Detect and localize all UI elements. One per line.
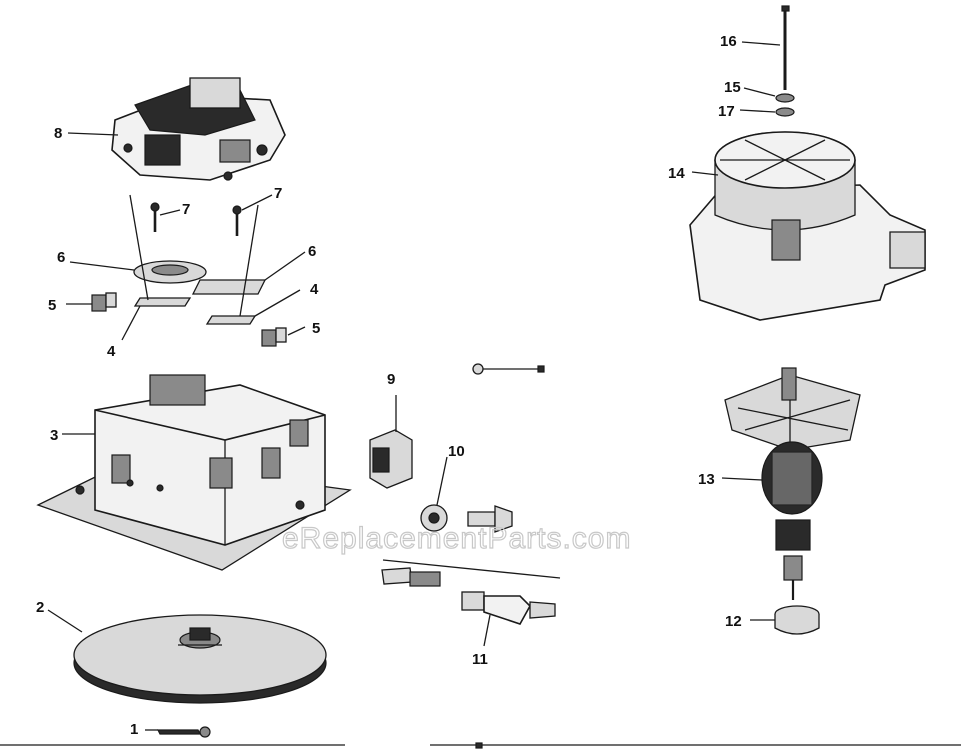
part-7-screws (150, 202, 242, 236)
callout-14: 14 (668, 165, 685, 182)
part-3-base-housing (36, 374, 352, 571)
part-16-shaft-bolt (781, 5, 790, 90)
part-9-switch (369, 395, 413, 489)
callout-17: 17 (718, 103, 735, 120)
page-edge-marks (0, 742, 961, 749)
callout-11: 11 (472, 651, 488, 668)
callout-6a: 6 (57, 249, 65, 266)
callout-9: 9 (387, 371, 395, 388)
part-15-17-washers (775, 93, 795, 117)
part-1-clip (157, 726, 211, 738)
watermark-text: eReplacementParts.com (282, 522, 631, 555)
part-10-bushing (420, 504, 513, 533)
callout-6b: 6 (308, 243, 316, 260)
part-12-collar (774, 605, 820, 635)
part-4-brackets (133, 297, 257, 325)
part-14-motor-housing (689, 131, 926, 321)
callout-1: 1 (130, 721, 138, 738)
callout-5b: 5 (312, 320, 320, 337)
callout-15: 15 (724, 79, 741, 96)
part-8-gearbox-assembly (111, 77, 286, 181)
leader-lines (47, 41, 781, 731)
callout-16: 16 (720, 33, 737, 50)
callout-labels: 1 2 3 4 4 5 5 6 6 7 7 8 9 10 11 12 13 14… (36, 33, 742, 738)
callout-10: 10 (448, 443, 465, 460)
callout-5a: 5 (48, 297, 56, 314)
part-5-clips (91, 292, 287, 347)
part-2-turntable-disc (73, 614, 327, 704)
part-11-connector (381, 559, 561, 625)
callout-4b: 4 (310, 281, 319, 298)
callout-2: 2 (36, 599, 44, 616)
callout-7a: 7 (182, 201, 190, 218)
callout-13: 13 (698, 471, 715, 488)
center-screw (472, 363, 545, 375)
part-13-motor-armature (724, 367, 861, 600)
callout-4a: 4 (107, 343, 116, 360)
callout-7b: 7 (274, 185, 282, 202)
callout-8: 8 (54, 125, 62, 142)
callout-12: 12 (725, 613, 742, 630)
part-6-plates (129, 194, 267, 317)
callout-3: 3 (50, 427, 58, 444)
